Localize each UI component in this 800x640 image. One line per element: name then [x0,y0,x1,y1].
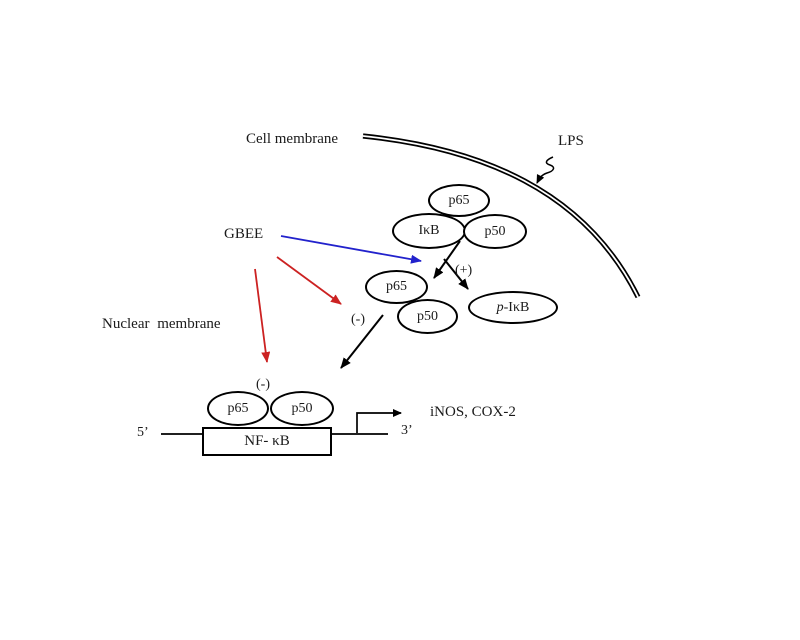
nuclear-p65-label: p65 [227,400,249,416]
gbee-inhibition-arrow-nucleus [254,268,271,363]
lps-signal-arrow [536,156,555,184]
nuclear-membrane-label: Nuclear membrane [102,316,221,332]
phospho-ikb-oval: p-IκB [468,291,558,324]
five-prime-label: 5’ [137,425,149,440]
gbee-label: GBEE [224,226,264,242]
nuclear-p65-oval: p65 [207,391,269,426]
lps-label: LPS [558,133,584,149]
free-dimer-p65-oval: p65 [365,270,428,304]
minus-sign-cytoplasm-label: (-) [351,312,365,327]
cytoplasmic-p65-label: p65 [448,192,470,208]
cytoplasmic-p50-oval: p50 [463,214,527,249]
nfkb-promoter-label: NF- κB [244,433,290,449]
cytoplasmic-p50-label: p50 [484,223,506,239]
free-dimer-p65-label: p65 [386,279,407,294]
gbee-inhibition-arrow-cytoplasm [276,256,342,305]
phospho-ikb-prefix: p [496,299,504,315]
transcription-start-arrow [356,409,402,433]
phospho-ikb-suffix: -IκB [503,299,530,315]
nuclear-translocation-arrow [340,314,384,369]
minus-sign-nucleus-label: (-) [256,377,270,392]
cytoplasmic-ikb-label: IκB [418,223,440,238]
cytoplasmic-p65-oval: p65 [428,184,490,217]
gbee-blue-arrow [280,235,422,264]
target-genes-label: iNOS, COX-2 [430,404,516,420]
cell-membrane-arc-gap [362,135,639,298]
ikb-phosphorylation-arrow [443,258,469,290]
nfkb-promoter-box: NF- κB [202,427,332,456]
nuclear-p50-oval: p50 [270,391,334,426]
cell-membrane-label: Cell membrane [246,131,339,147]
free-dimer-p50-oval: p50 [397,299,458,334]
complex-dissociation-arrow [433,240,461,279]
three-prime-label: 3’ [401,423,413,438]
nuclear-p50-label: p50 [291,400,313,416]
cytoplasmic-ikb-oval: IκB [392,213,466,249]
plus-sign-label: (+) [455,263,473,278]
phospho-ikb-label: p-IκB [497,300,530,316]
free-dimer-p50-label: p50 [417,308,438,324]
